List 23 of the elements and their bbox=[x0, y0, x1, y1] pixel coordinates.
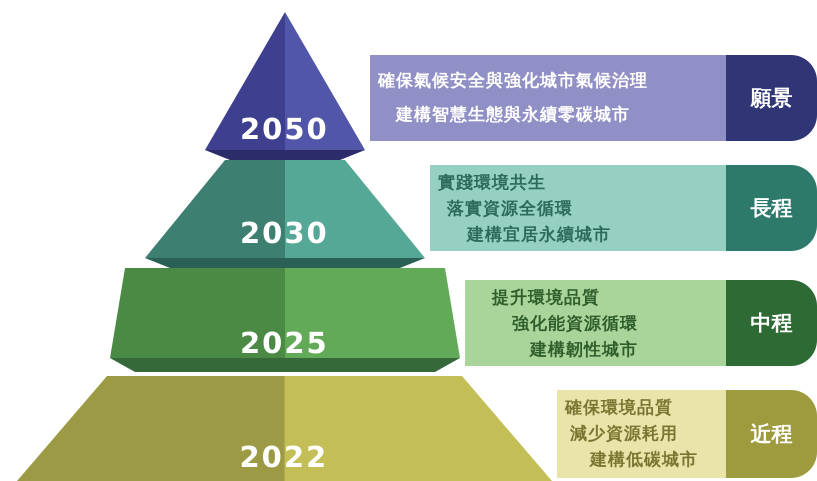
year-label: 2025 bbox=[240, 326, 329, 360]
goal-banner bbox=[370, 55, 726, 141]
goal-text: 落實資源全循環 bbox=[447, 198, 573, 220]
goal-text: 建構智慧生態與永續零碳城市 bbox=[396, 104, 630, 126]
goal-text: 強化能資源循環 bbox=[512, 313, 638, 335]
year-label: 2030 bbox=[240, 216, 329, 250]
year-label: 2022 bbox=[240, 440, 328, 474]
goal-text: 實踐環境共生 bbox=[438, 172, 546, 194]
stage-label: 中程 bbox=[726, 280, 817, 366]
goal-banner bbox=[557, 390, 726, 478]
goal-text: 減少資源耗用 bbox=[570, 423, 678, 445]
stage-label: 長程 bbox=[726, 165, 817, 251]
goal-text: 建構韌性城市 bbox=[530, 339, 638, 361]
year-label: 2050 bbox=[240, 112, 329, 146]
stage-label: 近程 bbox=[726, 390, 817, 478]
goal-banner bbox=[430, 165, 726, 251]
goal-text: 確保氣候安全與強化城市氣候治理 bbox=[378, 70, 648, 92]
goal-text: 建構低碳城市 bbox=[590, 449, 698, 471]
goal-text: 建構宜居永續城市 bbox=[467, 224, 611, 246]
goal-text: 確保環境品質 bbox=[565, 397, 673, 419]
goal-banner bbox=[465, 280, 726, 366]
goal-text: 提升環境品質 bbox=[492, 287, 600, 309]
stage-label: 願景 bbox=[726, 55, 817, 141]
